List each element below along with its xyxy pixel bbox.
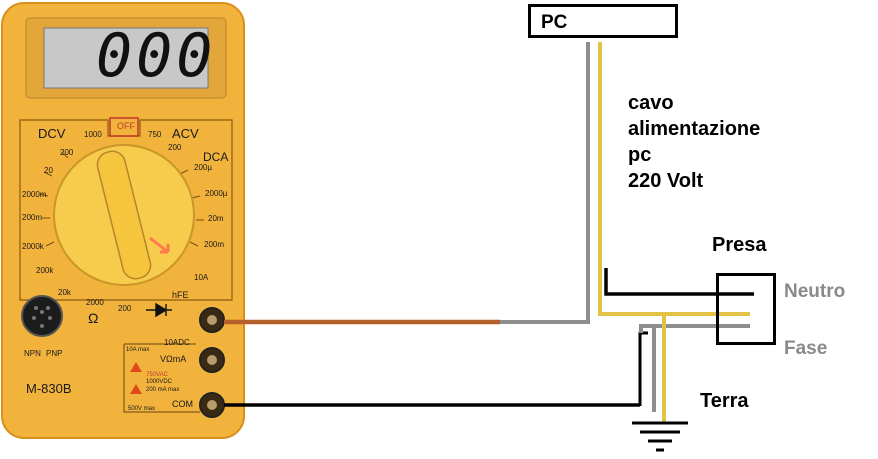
warning-line-1: 750VAC: [146, 372, 168, 378]
jack-10a[interactable]: [199, 307, 225, 333]
wire-yellow-earth: [598, 42, 750, 316]
cable-label-line-4: 220 Volt: [628, 170, 704, 192]
dcv-range-1000: 1000: [84, 130, 102, 139]
label-off: OFF: [117, 121, 135, 131]
jack-bracket: [123, 343, 200, 413]
cable-label-line-1: cavo: [628, 92, 674, 114]
off-marker: [109, 117, 139, 137]
wire-black-neutral: [604, 268, 754, 296]
jack-com[interactable]: [199, 392, 225, 418]
label-dcv: DCV: [38, 126, 66, 141]
hfe-socket-pins: [32, 306, 52, 328]
ohm-range-20k: 20k: [58, 288, 71, 297]
label-dca: DCA: [203, 150, 229, 164]
dcv-range-200m: 200m: [22, 213, 43, 222]
ohm-range-2000: 2000: [86, 298, 104, 307]
model-label: M-830B: [26, 381, 72, 396]
wire-black-earth-vertical: [638, 331, 648, 406]
label-pnp: PNP: [46, 349, 63, 358]
lcd-display: [43, 27, 209, 89]
max-10a-note: 10A max: [126, 347, 150, 353]
earth-label: Terra: [700, 390, 749, 412]
diode-icon: [146, 302, 172, 318]
wire-grey-phase: [639, 324, 750, 333]
warning-line-2: 1000VDC: [146, 379, 173, 385]
knob-arrow-icon: [149, 236, 170, 254]
label-hfe: hFE: [172, 290, 189, 300]
jack-com-label: COM: [172, 399, 193, 409]
acv-range-200: 200: [168, 143, 182, 152]
cable-label-line-2: alimentazione: [628, 118, 761, 140]
warning-line-3: 200 mA max: [146, 387, 180, 393]
jack-vma[interactable]: [199, 347, 225, 373]
label-acv: ACV: [172, 126, 199, 141]
dcv-range-2000m: 2000m: [22, 190, 47, 199]
ground-icon: [632, 421, 688, 452]
lcd-readout: 000: [96, 21, 217, 91]
cable-label: cavo alimentazione pc 220 Volt: [628, 90, 760, 194]
phase-label: Fase: [784, 338, 828, 359]
warning-icon-2: [130, 384, 142, 394]
max-500v-note: 500V max: [128, 406, 156, 412]
warning-icon: [130, 362, 142, 372]
label-10a: 10A: [194, 273, 209, 282]
ohm-range-200: 200: [118, 304, 132, 313]
dial-scale-border: [19, 119, 233, 301]
jack-vma-label: VΩmA: [160, 354, 187, 364]
ohm-range-200k: 200k: [36, 266, 54, 275]
socket-label: Presa: [712, 234, 767, 256]
dcv-range-200: 200: [60, 148, 74, 157]
multimeter: [1, 2, 245, 439]
socket-box: [716, 273, 776, 345]
dcv-range-20: 20: [44, 166, 53, 175]
jack-10adc-label: 10ADC: [164, 338, 190, 347]
dial-ticks: [39, 151, 204, 247]
wire-grey-probe: [500, 42, 590, 324]
knob-pointer: [96, 150, 152, 280]
dca-range-20m: 20m: [208, 214, 224, 223]
ohm-range-2000k: 2000k: [22, 242, 44, 251]
wires: [224, 42, 754, 422]
neutral-label: Neutro: [784, 281, 846, 302]
hfe-socket: [21, 295, 63, 337]
dca-range-200u: 200µ: [194, 163, 212, 172]
ohm-symbol: Ω: [88, 310, 99, 326]
pc-box: PC: [528, 4, 678, 38]
dca-range-200m: 200m: [204, 240, 225, 249]
pc-label: PC: [541, 12, 568, 33]
cable-label-line-3: pc: [628, 144, 652, 166]
dca-range-2000u: 2000µ: [205, 189, 228, 198]
acv-range-750: 750: [148, 130, 162, 139]
label-npn: NPN: [24, 349, 41, 358]
